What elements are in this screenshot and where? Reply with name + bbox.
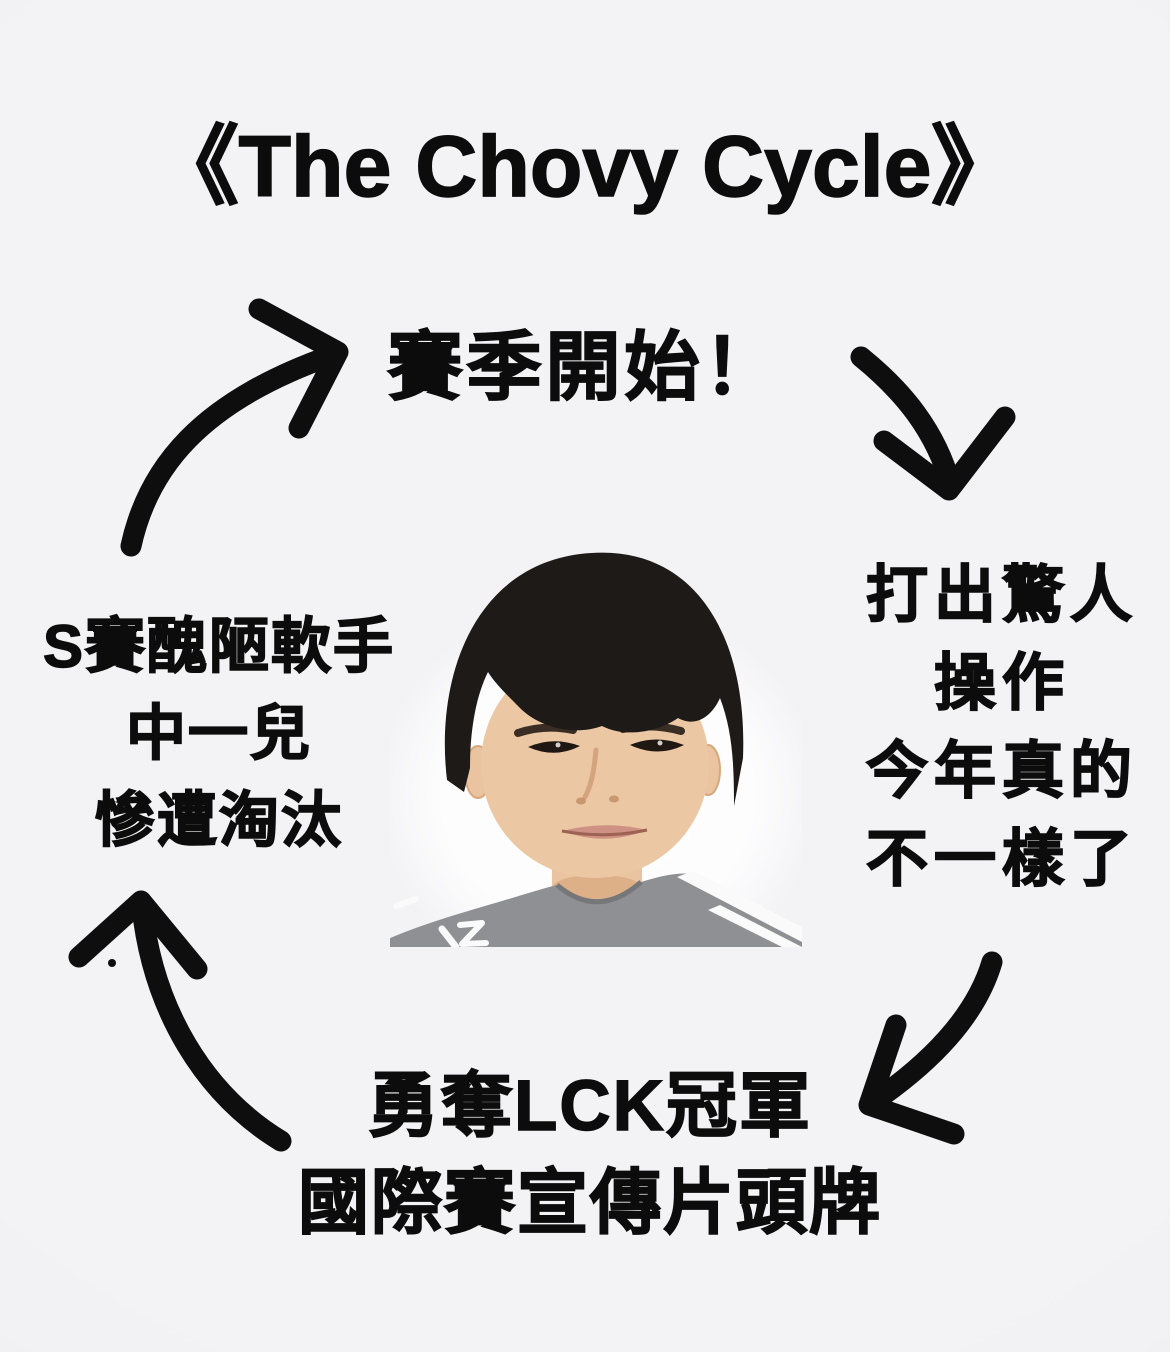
jersey-logo-mark (457, 920, 489, 947)
eyebrow-left (514, 723, 577, 737)
jersey-seam-mark (393, 896, 419, 909)
text-line: S賽醜陋軟手 (42, 612, 396, 681)
text-line: 打出驚人 (865, 560, 1138, 631)
page-title: 《The Chovy Cycle》 (152, 118, 1019, 216)
worlds-exit-text: S賽醜陋軟手 中一兒 慘遭淘汰 (10, 603, 428, 864)
jersey (390, 873, 802, 947)
ear-left (464, 745, 492, 799)
text-line: 勇奪LCK冠軍 (367, 1066, 812, 1147)
jersey-logo-mark (438, 925, 460, 947)
mouth-line (561, 828, 648, 837)
ink-speck (108, 959, 116, 967)
chin-shadow (553, 875, 641, 899)
amazing-plays-text: 打出驚人 操作 今年真的 不一樣了 (828, 552, 1170, 904)
text-line: 慘遭淘汰 (94, 786, 343, 855)
eyebrow-right (619, 722, 685, 735)
chovy-portrait (390, 552, 802, 947)
text-line: 國際賽宣傳片頭牌 (297, 1163, 882, 1244)
eye-glint-right (657, 740, 663, 746)
mouth (562, 825, 647, 839)
text-line: 今年真的 (865, 736, 1138, 807)
nose (582, 747, 599, 800)
neck (482, 840, 708, 947)
jersey-collar (555, 880, 643, 905)
text-line: 操作 (933, 648, 1070, 719)
face (481, 650, 709, 878)
ear-right (695, 744, 721, 796)
jersey-stripe (677, 871, 802, 942)
eye-glint-left (555, 742, 561, 748)
text-line: 中一兒 (125, 699, 312, 768)
season-start-text: 賽季開始！ (387, 324, 783, 410)
hair (444, 552, 744, 806)
nostril-right (609, 795, 619, 803)
text-line: 不一樣了 (865, 824, 1138, 895)
eye-left (528, 741, 580, 753)
photo-backdrop (390, 595, 802, 947)
jersey-stripe-outer (708, 905, 802, 947)
nostril-left (576, 797, 586, 805)
lck-champion-text: 勇奪LCK冠軍 國際賽宣傳片頭牌 (0, 1058, 1170, 1252)
eye-right (630, 739, 684, 752)
